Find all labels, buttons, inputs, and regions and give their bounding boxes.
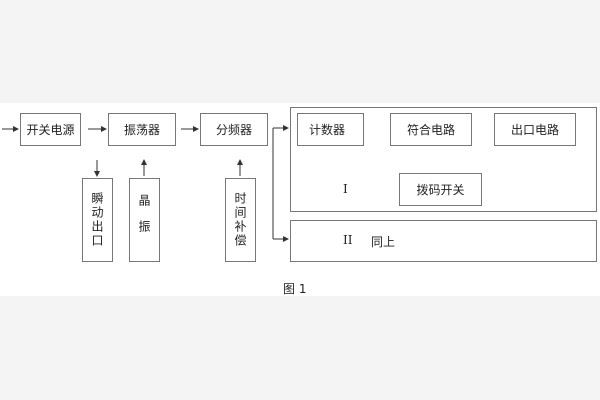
block-label: 符合电路 xyxy=(406,123,455,137)
group2-label: II xyxy=(343,233,353,247)
output-circuit-block: 出口电路 xyxy=(494,113,576,146)
crystal-block: 晶振 xyxy=(129,178,160,262)
coincidence-circuit-block: 符合电路 xyxy=(390,113,472,146)
time-compensation-block: 时间补偿 xyxy=(225,178,256,262)
block-label: 瞬动出口 xyxy=(90,192,104,248)
divider-block: 分频器 xyxy=(200,113,268,146)
block-label: 分频器 xyxy=(215,123,252,137)
block-label: 振荡器 xyxy=(123,123,160,137)
power-switch-block: 开关电源 xyxy=(20,113,81,146)
figure-caption: 图 1 xyxy=(283,282,307,296)
instant-output-block: 瞬动出口 xyxy=(82,178,113,262)
block-label: 出口电路 xyxy=(510,123,559,137)
counter-block: 计数器 xyxy=(297,113,364,146)
oscillator-block: 振荡器 xyxy=(108,113,176,146)
group2-text: 同上 xyxy=(371,235,396,249)
group1-label: I xyxy=(343,182,348,196)
group2-container xyxy=(290,220,597,262)
block-label: 时间补偿 xyxy=(233,192,247,248)
block-label: 开关电源 xyxy=(26,123,75,137)
dip-switch-block: 拨码开关 xyxy=(399,173,482,206)
block-label: 晶振 xyxy=(137,194,151,246)
block-label: 拨码开关 xyxy=(416,183,465,197)
block-label: 计数器 xyxy=(309,123,346,137)
